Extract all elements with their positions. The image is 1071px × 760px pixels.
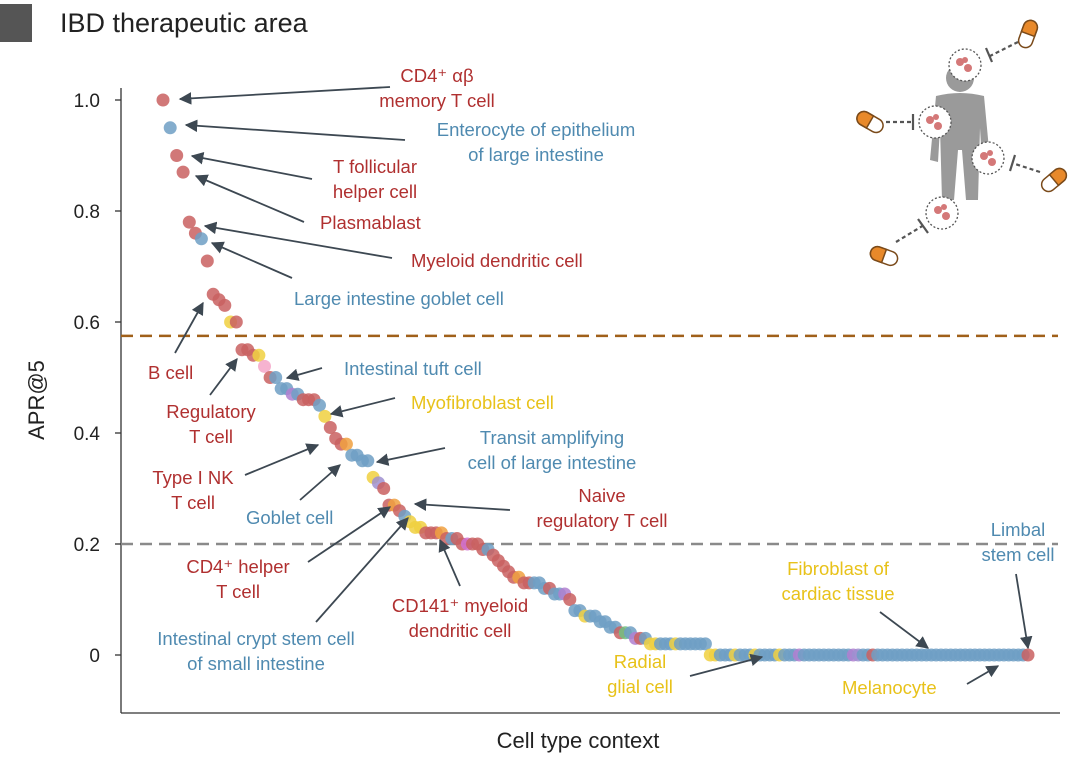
y-tick-label: 0.2: [74, 535, 100, 556]
arrow-radial: [689, 653, 764, 677]
inhibition-lines: [886, 41, 1041, 243]
arrow-myofibroblast: [329, 397, 396, 418]
arrow-plasmablast: [194, 174, 305, 223]
title-marker: [0, 4, 32, 42]
y-ticks: 0 0.2 0.4 0.6 0.8 1.0: [74, 91, 121, 667]
arrow-cd141: [438, 538, 461, 587]
axes: [120, 88, 1060, 714]
arrow-cd4-memory: [178, 86, 391, 105]
arrow-goblet-large: [210, 241, 293, 279]
y-tick-label: 0.8: [74, 202, 100, 223]
data-point: [218, 298, 232, 312]
arrow-treg: [209, 357, 238, 396]
label-goblet: Goblet cell: [246, 507, 333, 528]
y-tick-label: 0.6: [74, 313, 100, 334]
data-point: [323, 421, 337, 434]
data-point: [170, 149, 184, 162]
arrow-myeloid-dc: [203, 221, 393, 259]
arrow-tfh: [190, 151, 313, 180]
y-tick-label: 1.0: [74, 91, 100, 112]
data-point: [176, 165, 190, 179]
arrow-melanocyte: [966, 665, 1000, 685]
data-point: [182, 215, 196, 229]
label-myeloid-dc: Myeloid dendritic cell: [411, 250, 583, 271]
label-melanocyte: Melanocyte: [842, 677, 937, 698]
y-axis-label: APR@5: [24, 360, 49, 440]
tissue-cells: [926, 57, 996, 220]
human-figure-illustration: [856, 19, 1068, 267]
data-point: [229, 315, 243, 329]
data-point: [339, 437, 353, 451]
arrow-type1nk: [244, 443, 320, 476]
data-point: [194, 232, 208, 246]
arrow-tuft: [285, 367, 323, 381]
label-myofibroblast: Myofibroblast cell: [411, 392, 554, 413]
tissue-circles: [918, 48, 1005, 230]
pill-icons: [856, 19, 1068, 267]
arrow-cd4-helper: [307, 506, 392, 563]
data-point: [252, 348, 266, 362]
y-tick-label: 0: [89, 646, 100, 667]
data-point: [1021, 648, 1035, 662]
data-point: [156, 93, 170, 107]
arrow-crypt: [315, 517, 409, 623]
x-axis-label: Cell type context: [497, 728, 660, 753]
arrow-fibroblast: [879, 611, 930, 649]
data-point: [200, 254, 214, 268]
label-plasmablast: Plasmablast: [320, 212, 421, 233]
arrow-limbal: [1015, 573, 1033, 650]
arrow-naive-treg: [413, 498, 511, 512]
label-tuft: Intestinal tuft cell: [344, 358, 482, 379]
data-point: [258, 359, 271, 373]
y-tick-label: 0.4: [74, 424, 101, 445]
label-goblet-large: Large intestine goblet cell: [294, 288, 504, 309]
arrow-b-cell: [174, 301, 204, 354]
arrow-transit: [375, 447, 446, 466]
arrow-enterocyte: [184, 119, 406, 141]
data-point: [318, 409, 332, 423]
data-point: [377, 482, 391, 495]
page-title: IBD therapeutic area: [60, 8, 309, 38]
arrow-goblet: [299, 464, 341, 501]
data-points: [156, 93, 1035, 662]
data-point: [163, 121, 177, 135]
annotation-arrows: [174, 86, 1033, 685]
data-point: [563, 593, 577, 606]
data-point: [361, 454, 375, 468]
data-point: [269, 371, 283, 384]
threshold-lines: [121, 334, 1058, 546]
data-point: [698, 637, 712, 651]
data-point: [313, 398, 326, 412]
label-b-cell: B cell: [148, 362, 193, 383]
